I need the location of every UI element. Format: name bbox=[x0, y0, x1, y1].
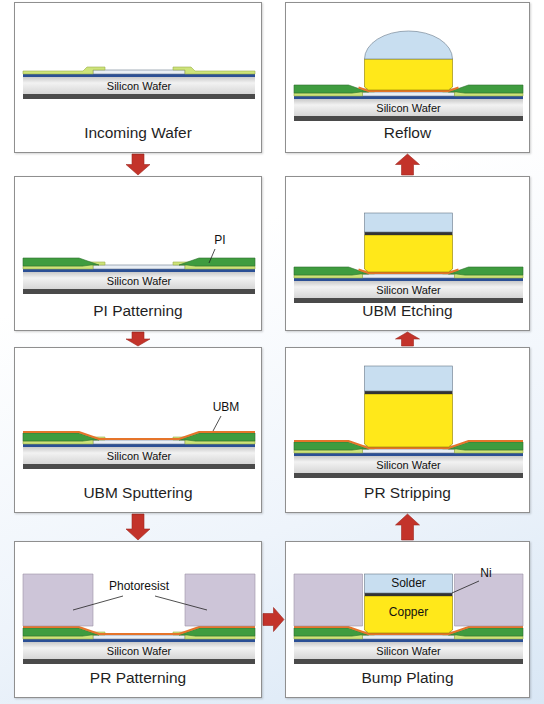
bond-pad bbox=[93, 635, 185, 639]
nickel-layer bbox=[365, 593, 453, 596]
nickel-layer bbox=[365, 232, 453, 235]
wafer-label: Silicon Wafer bbox=[298, 644, 519, 658]
photoresist-block bbox=[23, 574, 93, 626]
solder-cap bbox=[365, 366, 453, 391]
part-label: Photoresist bbox=[109, 579, 169, 593]
leader-line bbox=[213, 416, 221, 431]
silicon-wafer-band: Silicon Wafer bbox=[294, 281, 523, 303]
bond-pad bbox=[363, 92, 455, 96]
silicon-wafer-band: Silicon Wafer bbox=[23, 642, 255, 664]
bond-pad bbox=[363, 635, 455, 639]
process-step-panel: PI Patterning Silicon Wafer PI bbox=[14, 176, 262, 331]
flow-arrow bbox=[126, 154, 150, 175]
process-step-panel: PR Patterning Silicon Wafer Photoresist bbox=[14, 541, 262, 698]
step-caption: PR Patterning bbox=[15, 668, 261, 688]
part-label: Solder bbox=[391, 576, 426, 590]
silicon-wafer-band: Silicon Wafer bbox=[23, 272, 255, 294]
silicon-wafer-band: Silicon Wafer bbox=[23, 77, 255, 99]
photoresist-block bbox=[294, 574, 363, 626]
step-caption: PI Patterning bbox=[15, 301, 261, 321]
part-label: Ni bbox=[480, 566, 491, 580]
flow-arrow bbox=[396, 332, 420, 346]
flow-arrow bbox=[263, 608, 284, 632]
step-caption: Reflow bbox=[286, 123, 529, 143]
wafer-label: Silicon Wafer bbox=[27, 644, 251, 658]
polyimide-layer bbox=[449, 85, 524, 93]
copper-pillar bbox=[365, 235, 453, 272]
solder-dome bbox=[365, 31, 453, 59]
photoresist-block bbox=[455, 574, 524, 626]
passivation-layer bbox=[173, 67, 255, 74]
bond-pad bbox=[363, 274, 455, 278]
nickel-layer bbox=[365, 391, 453, 394]
wafer-label: Silicon Wafer bbox=[27, 274, 251, 288]
silicon-wafer-band: Silicon Wafer bbox=[294, 642, 523, 664]
wafer-label: Silicon Wafer bbox=[27, 79, 251, 93]
leader-line bbox=[209, 249, 215, 263]
step-caption: UBM Etching bbox=[286, 301, 529, 321]
wafer-label: Silicon Wafer bbox=[298, 283, 519, 297]
copper-pillar bbox=[365, 394, 453, 447]
wafer-label: Silicon Wafer bbox=[27, 449, 251, 463]
process-step-panel: PR Stripping Silicon Wafer bbox=[285, 347, 530, 513]
passivation-layer bbox=[23, 67, 105, 74]
leader-line bbox=[155, 596, 207, 610]
process-step-panel: Reflow Silicon Wafer bbox=[285, 2, 530, 153]
part-label: PI bbox=[214, 233, 225, 247]
polyimide-layer bbox=[294, 267, 369, 275]
bond-pad bbox=[93, 440, 185, 444]
flow-arrow bbox=[126, 332, 150, 346]
solder-cap bbox=[365, 574, 453, 593]
step-caption: UBM Sputtering bbox=[15, 483, 261, 503]
copper-pillar bbox=[365, 59, 453, 90]
silicon-wafer-band: Silicon Wafer bbox=[23, 447, 255, 469]
leader-line bbox=[452, 581, 479, 593]
process-step-panel: UBM Sputtering Silicon Wafer UBM bbox=[14, 347, 262, 513]
copper-pillar bbox=[365, 596, 453, 633]
bond-pad bbox=[93, 265, 185, 269]
process-step-panel: Incoming Wafer Silicon Wafer bbox=[14, 2, 262, 153]
leader-line bbox=[73, 596, 123, 610]
flow-arrow bbox=[396, 154, 420, 175]
step-caption: Incoming Wafer bbox=[15, 123, 261, 143]
bond-pad bbox=[363, 449, 455, 453]
process-step-panel: Bump Plating Silicon Wafer Solder NiCopper bbox=[285, 541, 530, 698]
step-caption: Bump Plating bbox=[286, 668, 529, 688]
polyimide-layer bbox=[23, 258, 99, 266]
photoresist-block bbox=[185, 574, 255, 626]
polyimide-layer bbox=[294, 85, 369, 93]
part-label: Copper bbox=[389, 605, 428, 619]
ubm-layer bbox=[23, 627, 255, 634]
wafer-label: Silicon Wafer bbox=[298, 101, 519, 115]
wafer-label: Silicon Wafer bbox=[298, 458, 519, 472]
polyimide-layer bbox=[449, 267, 524, 275]
silicon-wafer-band: Silicon Wafer bbox=[294, 456, 523, 478]
part-label: UBM bbox=[213, 400, 240, 414]
flow-arrow bbox=[396, 514, 420, 540]
solder-cap bbox=[365, 213, 453, 232]
step-caption: PR Stripping bbox=[286, 483, 529, 503]
ubm-layer bbox=[23, 432, 255, 439]
silicon-wafer-band: Silicon Wafer bbox=[294, 99, 523, 121]
flow-arrow bbox=[126, 514, 150, 540]
bond-pad bbox=[93, 70, 185, 74]
polyimide-layer bbox=[179, 258, 255, 266]
process-step-panel: UBM Etching Silicon Wafer bbox=[285, 176, 530, 331]
